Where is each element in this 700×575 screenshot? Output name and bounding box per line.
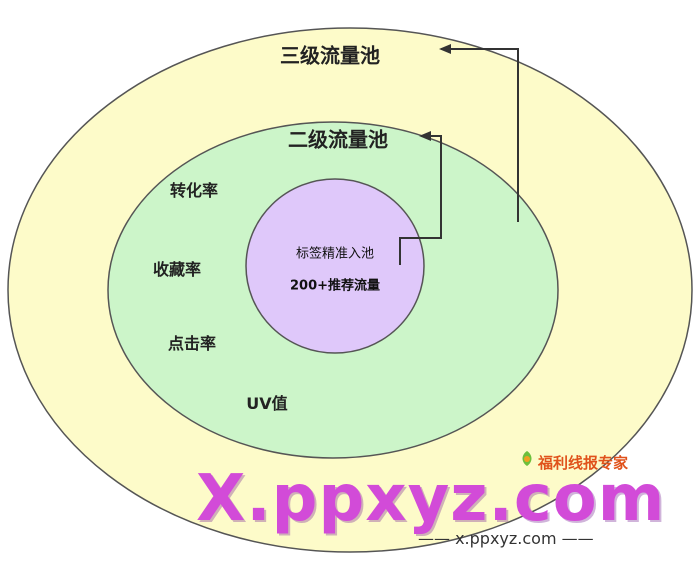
third-level-pool-title: 三级流量池 <box>280 43 380 68</box>
watermark-big-text: X.ppxyz.com <box>196 462 666 536</box>
inner-pool-circle <box>245 178 425 354</box>
metric-conversion-rate: 转化率 <box>169 181 219 200</box>
watermark-small-text: —— x.ppxyz.com —— <box>418 529 594 548</box>
metric-uv-value: UV值 <box>246 394 288 413</box>
inner-pool-label-line1: 标签精准入池 <box>295 246 375 262</box>
watermark-brand: 福利线报专家 <box>538 454 629 472</box>
brand-leaf-icon <box>522 451 532 466</box>
metric-click-rate: 点击率 <box>167 334 217 353</box>
arrow-to-third-pool <box>439 44 519 222</box>
second-level-pool-title: 二级流量池 <box>288 127 388 152</box>
arrow-to-second-pool <box>399 131 442 265</box>
metric-favorite-rate: 收藏率 <box>152 260 202 279</box>
inner-pool-label-line2: 200+推荐流量 <box>289 278 381 294</box>
